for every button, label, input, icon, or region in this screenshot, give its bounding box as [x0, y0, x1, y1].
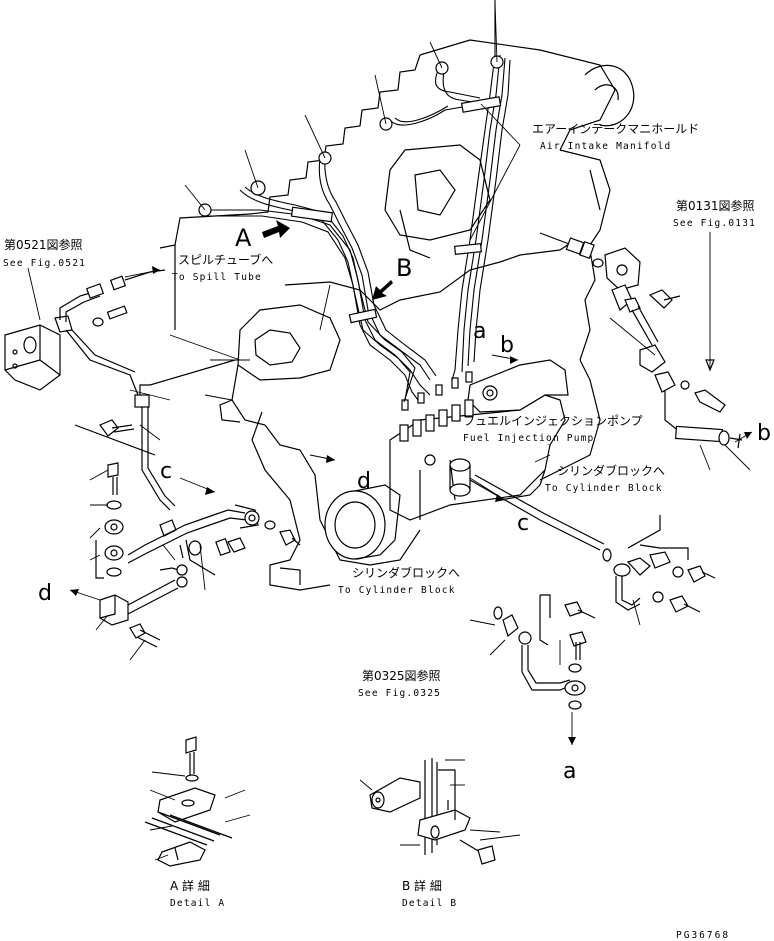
- label-detail-b-en: Detail B: [402, 898, 457, 909]
- overflow-pipe-right: [539, 232, 751, 471]
- ref-letter-d-1: d: [357, 469, 371, 494]
- label-cyl-block-1-jp: シリンダブロックへ: [557, 463, 665, 478]
- annotations: エアーインテークマニホールド Air Intake Manifold 第0131…: [3, 122, 771, 941]
- label-air-intake-jp: エアーインテークマニホールド: [532, 122, 699, 136]
- label-pump-jp: フュエルインジェクションポンプ: [463, 414, 643, 428]
- label-fig0131-en: See Fig.0131: [673, 218, 756, 229]
- feed-hose-assembly: [89, 462, 301, 661]
- ref-letter-d-2: d: [38, 581, 52, 606]
- ref-letter-c-2: c: [517, 511, 529, 536]
- label-cyl-block-2-en: To Cylinder Block: [338, 585, 456, 596]
- ref-letter-B: B: [396, 254, 412, 282]
- label-detail-b-jp: B 詳 細: [402, 878, 442, 893]
- label-fig0325-en: See Fig.0325: [358, 688, 441, 699]
- ref-letter-A: A: [235, 224, 252, 252]
- label-cyl-block-1-en: To Cylinder Block: [545, 483, 663, 494]
- ref-letter-a-1: a: [473, 319, 486, 344]
- label-spill-en: To Spill Tube: [172, 272, 262, 283]
- ref-letter-c-1: c: [160, 459, 172, 484]
- label-spill-jp: スピルチューブへ: [178, 252, 273, 267]
- cylinder-block-pipe-right: [469, 454, 716, 626]
- ref-letter-b-2: b: [757, 421, 771, 446]
- spill-tube-assembly-left: [4, 267, 236, 511]
- label-fig0131-jp: 第0131図参照: [676, 198, 755, 213]
- delivery-valves: [399, 371, 474, 442]
- label-detail-a-jp: A 詳 細: [170, 878, 210, 893]
- label-detail-a-en: Detail A: [170, 898, 225, 909]
- injection-tubes: [198, 0, 511, 403]
- label-fig0325-jp: 第0325図参照: [362, 668, 441, 683]
- pipe-to-fig-0325: [469, 594, 596, 710]
- ref-letter-a-2: a: [563, 759, 576, 784]
- detail-a-clamp: [144, 736, 251, 867]
- label-fig0521-jp: 第0521図参照: [4, 237, 83, 252]
- detail-b-clamp: [359, 758, 521, 865]
- leader-lines: [169, 1, 521, 401]
- engine-block: [159, 39, 635, 591]
- label-pump-en: Fuel Injection Pump: [463, 433, 594, 444]
- label-air-intake-en: Air Intake Manifold: [540, 141, 671, 152]
- ref-letter-b-1: b: [500, 333, 514, 358]
- reference-arrows: [69, 220, 753, 745]
- drawing-number: PG36768: [676, 930, 730, 941]
- fuel-injection-pump: [324, 359, 569, 560]
- label-fig0521-en: See Fig.0521: [3, 258, 86, 269]
- label-cyl-block-2-jp: シリンダブロックへ: [352, 565, 460, 580]
